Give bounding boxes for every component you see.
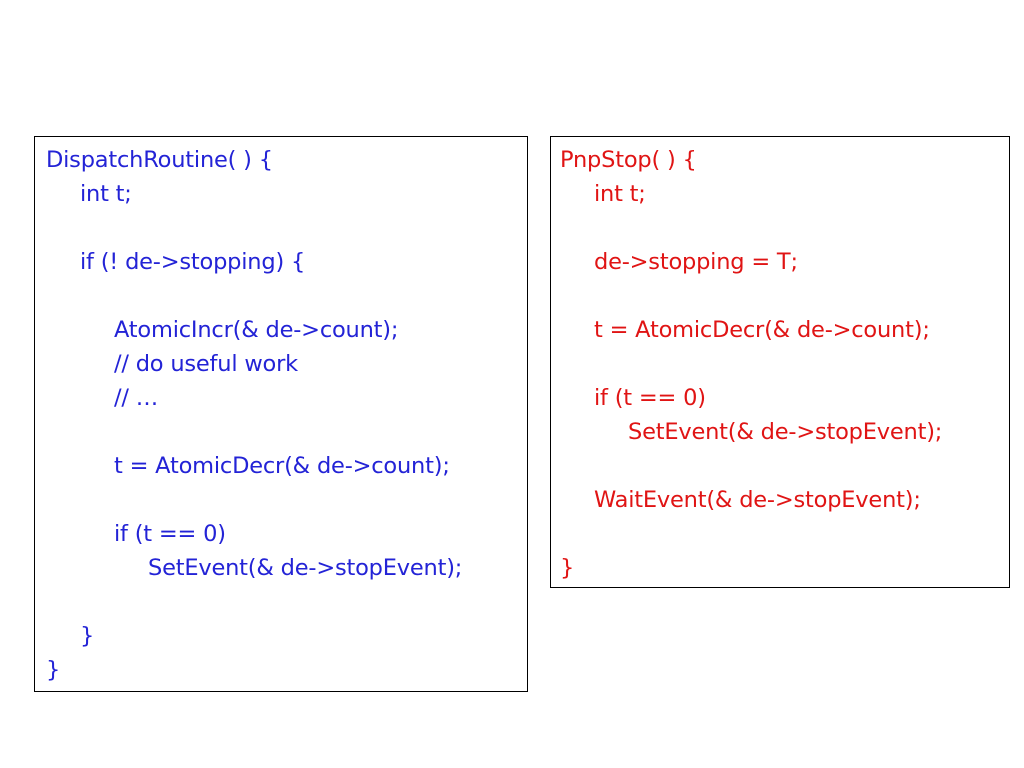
code-line: // … bbox=[114, 385, 159, 411]
code-line: PnpStop( ) { bbox=[560, 147, 697, 173]
code-line bbox=[46, 415, 527, 449]
pnp-stop-code-box: PnpStop( ) { int t; de->stopping = T; t … bbox=[550, 136, 1010, 588]
code-line: } bbox=[46, 657, 61, 683]
code-line: if (t == 0) bbox=[114, 521, 226, 547]
code-line bbox=[46, 279, 527, 313]
code-line: if (t == 0) bbox=[594, 385, 706, 411]
code-line bbox=[46, 211, 527, 245]
code-line bbox=[46, 483, 527, 517]
code-line: t = AtomicDecr(& de->count); bbox=[114, 453, 450, 479]
code-line: de->stopping = T; bbox=[594, 249, 798, 275]
code-line: int t; bbox=[594, 181, 646, 207]
code-line: // do useful work bbox=[114, 351, 298, 377]
code-line: if (! de->stopping) { bbox=[80, 249, 306, 275]
code-line bbox=[560, 279, 1009, 313]
code-line bbox=[560, 211, 1009, 245]
dispatch-routine-code-box: DispatchRoutine( ) { int t; if (! de->st… bbox=[34, 136, 528, 692]
code-line bbox=[560, 347, 1009, 381]
code-line: } bbox=[80, 623, 95, 649]
code-line: t = AtomicDecr(& de->count); bbox=[594, 317, 930, 343]
code-line: SetEvent(& de->stopEvent); bbox=[148, 555, 463, 581]
code-line bbox=[560, 517, 1009, 551]
code-line: SetEvent(& de->stopEvent); bbox=[628, 419, 943, 445]
code-line bbox=[560, 449, 1009, 483]
code-line: WaitEvent(& de->stopEvent); bbox=[594, 487, 921, 513]
code-line: DispatchRoutine( ) { bbox=[46, 147, 273, 173]
code-line: } bbox=[560, 555, 575, 581]
code-line: int t; bbox=[80, 181, 132, 207]
code-line: AtomicIncr(& de->count); bbox=[114, 317, 399, 343]
code-line bbox=[46, 585, 527, 619]
